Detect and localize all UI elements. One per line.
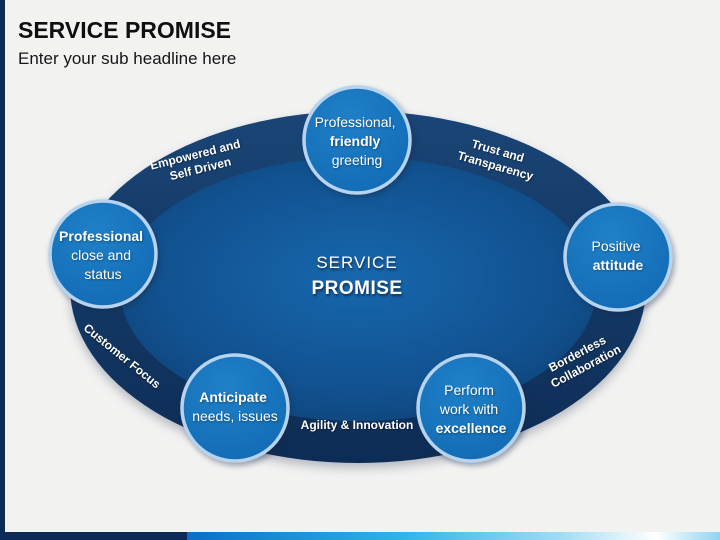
footer-bar-navy-segment [0, 532, 187, 540]
node-circle-bottom-right: Perform work with excellence [416, 353, 526, 463]
page-subtitle: Enter your sub headline here [18, 49, 236, 68]
ring-label-line: Agility & Innovation [301, 418, 414, 432]
accent-bar-left [0, 0, 5, 540]
ring-label-bottom: Agility & Innovation [301, 418, 414, 432]
node-label-left: Professional close and status [59, 228, 147, 282]
node-circle-shape [302, 85, 412, 195]
footer-bar [0, 532, 720, 540]
node-circle-shape [180, 353, 290, 463]
node-label-right: Positive attitude [592, 238, 645, 273]
footer-bar-gradient-segment [187, 532, 720, 540]
node-circle-top: Professional, friendly greeting [302, 85, 412, 195]
node-circle-bottom-left: Anticipate needs, issues [180, 353, 290, 463]
node-circle-shape [48, 199, 158, 309]
page-title: SERVICE PROMISE [18, 17, 231, 43]
node-label-bottom-right: Perform work with excellence [436, 382, 507, 436]
node-circle-left: Professional close and status [48, 199, 158, 309]
center-label-line1: SERVICE [316, 253, 397, 272]
svg-text:Agility & Innovation: Agility & Innovation [301, 418, 414, 432]
node-label-top: Professional, friendly greeting [315, 114, 400, 168]
node-circle-right: Positive attitude [563, 202, 673, 312]
node-circle-shape [416, 353, 526, 463]
node-label-bottom-left: Anticipate needs, issues [192, 389, 278, 424]
center-label-line2: PROMISE [311, 278, 402, 299]
center-label: SERVICE PROMISE [311, 253, 402, 299]
node-circle-shape [563, 202, 673, 312]
